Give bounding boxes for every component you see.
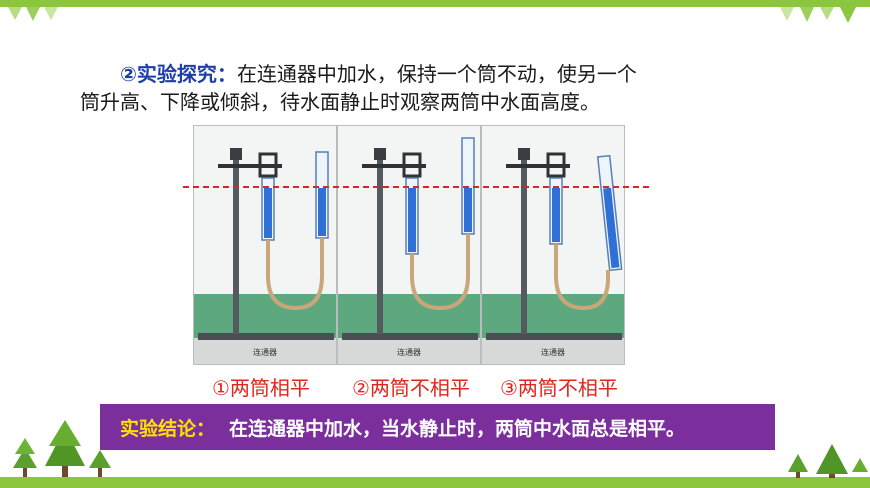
conclusion-label: 实验结论：	[120, 417, 216, 440]
top-border-bar	[0, 0, 870, 7]
caption-3: ③两筒不相平	[500, 376, 618, 400]
experiment-description: ②实验探究：在连通器中加水，保持一个筒不动，使另一个 筒升高、下降或倾斜，待水面…	[80, 60, 780, 116]
base-label-1: 连通器	[253, 348, 277, 357]
water-level-reference-line	[183, 186, 649, 188]
connected-vessel-figures: 连通器 连通器 连通器	[193, 125, 626, 365]
conclusion-text: 在连通器中加水，当水静止时，两筒中水面总是相平。	[229, 417, 686, 440]
description-line-1-text: 在连通器中加水，保持一个筒不动，使另一个	[236, 62, 637, 86]
figure-panel-2	[337, 125, 481, 365]
pine-tree-icon	[13, 420, 111, 477]
figure-panel-3	[481, 125, 625, 365]
caption-1: ①两筒相平	[212, 376, 310, 400]
figure-panel-1	[193, 125, 337, 365]
triangle-bunting-icon	[780, 7, 856, 23]
triangle-bunting-icon	[8, 7, 58, 21]
base-label-2: 连通器	[397, 348, 421, 357]
lab-stand-icon	[482, 148, 624, 364]
description-line-1: ②实验探究：在连通器中加水，保持一个筒不动，使另一个	[80, 60, 780, 88]
pine-tree-icon	[788, 444, 868, 478]
description-lead: ②实验探究：	[120, 62, 237, 86]
lab-stand-icon	[338, 137, 480, 364]
caption-2: ②两筒不相平	[352, 376, 470, 400]
conclusion-banner: 实验结论： 在连通器中加水，当水静止时，两筒中水面总是相平。	[100, 404, 775, 450]
base-label-3: 连通器	[541, 348, 565, 357]
bottom-border-bar	[0, 477, 870, 488]
description-line-2: 筒升高、下降或倾斜，待水面静止时观察两筒中水面高度。	[80, 90, 600, 114]
lab-stand-icon	[194, 148, 336, 364]
